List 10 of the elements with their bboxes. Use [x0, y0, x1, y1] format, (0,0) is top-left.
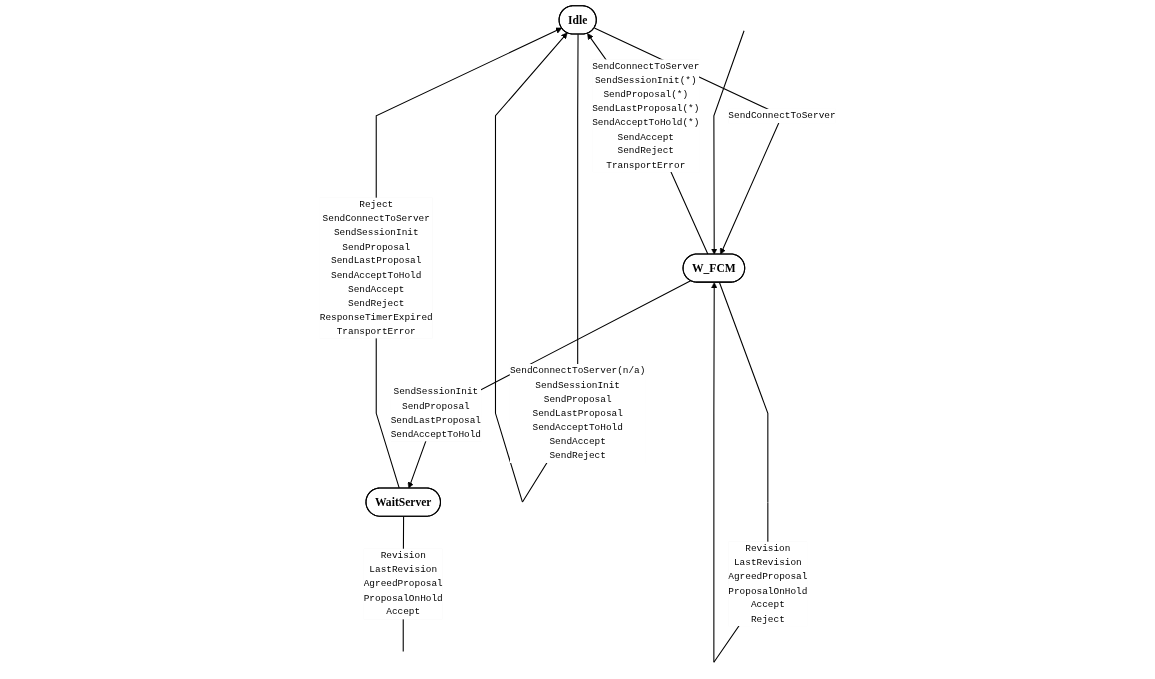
edge-label: Reject SendConnectToServer SendSessionInit SendProposal SendLastProposal SendAcceptToHold SendAccept SendReject ResponseTimerExpired TransportError: [319, 198, 433, 337]
edge-label: Revision LastRevision AgreedProposal ProposalOnHold Accept Reject: [728, 542, 808, 625]
edge-label: SendConnectToServer SendSessionInit(*) SendProposal(*) SendLastProposal(*) SendAcceptToHold(*) SendAccept SendReject TransportError: [591, 60, 700, 171]
edge-label: Revision LastRevision AgreedProposal ProposalOnHold Accept: [363, 550, 443, 618]
edge-label: SendConnectToServer(n/a) SendSessionInit SendProposal SendLastProposal SendAcceptToHold SendAccept SendReject: [509, 365, 646, 461]
edge-label: SendSessionInit SendProposal SendLastProposal SendAcceptToHold: [390, 386, 481, 440]
edge-label: SendConnectToServer: [728, 110, 836, 121]
arrow: [710, 30, 745, 255]
arrow: [375, 27, 562, 489]
arrow: [407, 280, 691, 489]
